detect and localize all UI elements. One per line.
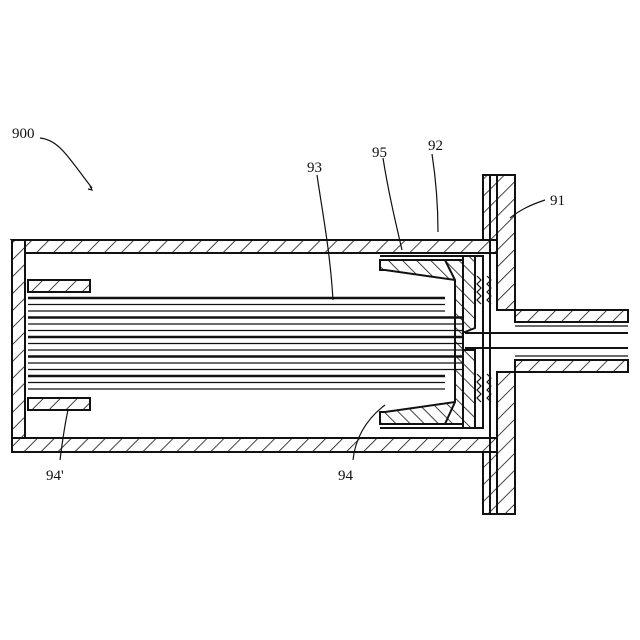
inner-cap bbox=[380, 256, 483, 428]
label-93: 93 bbox=[307, 160, 322, 176]
clamp-rear bbox=[28, 280, 90, 410]
label-92: 92 bbox=[428, 138, 443, 154]
label-91: 91 bbox=[550, 193, 565, 209]
label-900: 900 bbox=[12, 126, 35, 142]
housing bbox=[12, 175, 497, 514]
label-95: 95 bbox=[372, 145, 387, 161]
fiber-bundle bbox=[28, 298, 463, 389]
label-94: 94 bbox=[338, 468, 354, 484]
sleeve bbox=[380, 260, 463, 424]
label-94-prime: 94' bbox=[46, 468, 64, 484]
